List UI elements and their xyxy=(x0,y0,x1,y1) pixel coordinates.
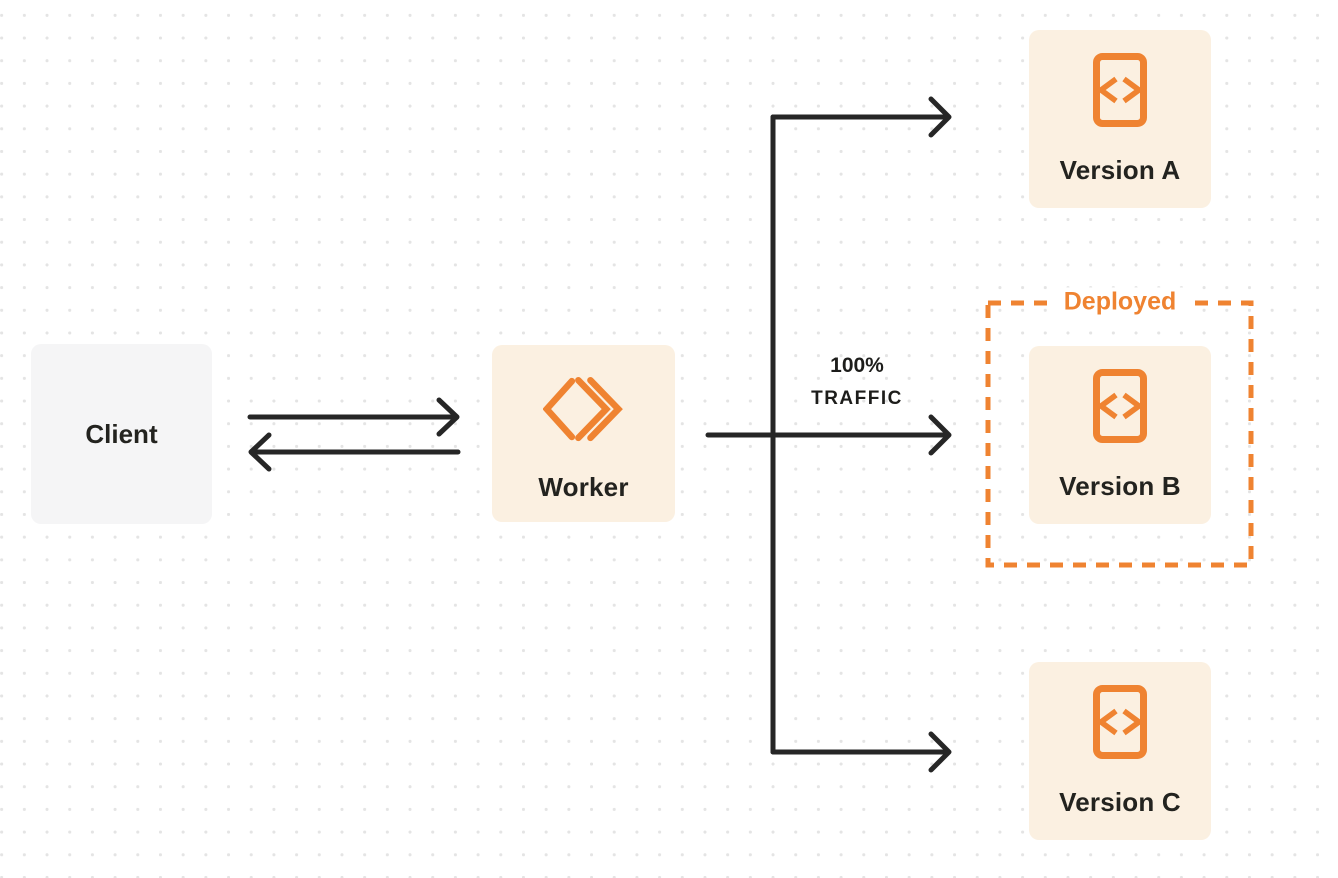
code-document-icon xyxy=(1093,685,1147,759)
version-b-node: Version B xyxy=(1029,346,1211,524)
client-node: Client xyxy=(31,344,212,524)
traffic-word-text: TRAFFIC xyxy=(811,388,903,409)
worker-version-branches xyxy=(705,96,952,773)
worker-node: Worker xyxy=(492,345,675,522)
traffic-annotation: 100% TRAFFIC xyxy=(787,349,927,415)
double-chevron-diamond-icon xyxy=(543,376,623,442)
traffic-percent-text: 100% xyxy=(830,354,884,377)
version-c-label: Version C xyxy=(1059,787,1181,817)
version-c-node: Version C xyxy=(1029,662,1211,840)
code-document-icon xyxy=(1093,369,1147,443)
version-a-label: Version A xyxy=(1059,155,1181,185)
deployed-badge-label: Deployed xyxy=(1051,287,1189,317)
worker-node-label: Worker xyxy=(538,472,629,502)
client-worker-arrows xyxy=(247,397,461,472)
client-node-label: Client xyxy=(85,418,158,449)
version-a-node: Version A xyxy=(1029,30,1211,208)
code-document-icon xyxy=(1093,53,1147,127)
version-b-label: Version B xyxy=(1059,471,1181,501)
